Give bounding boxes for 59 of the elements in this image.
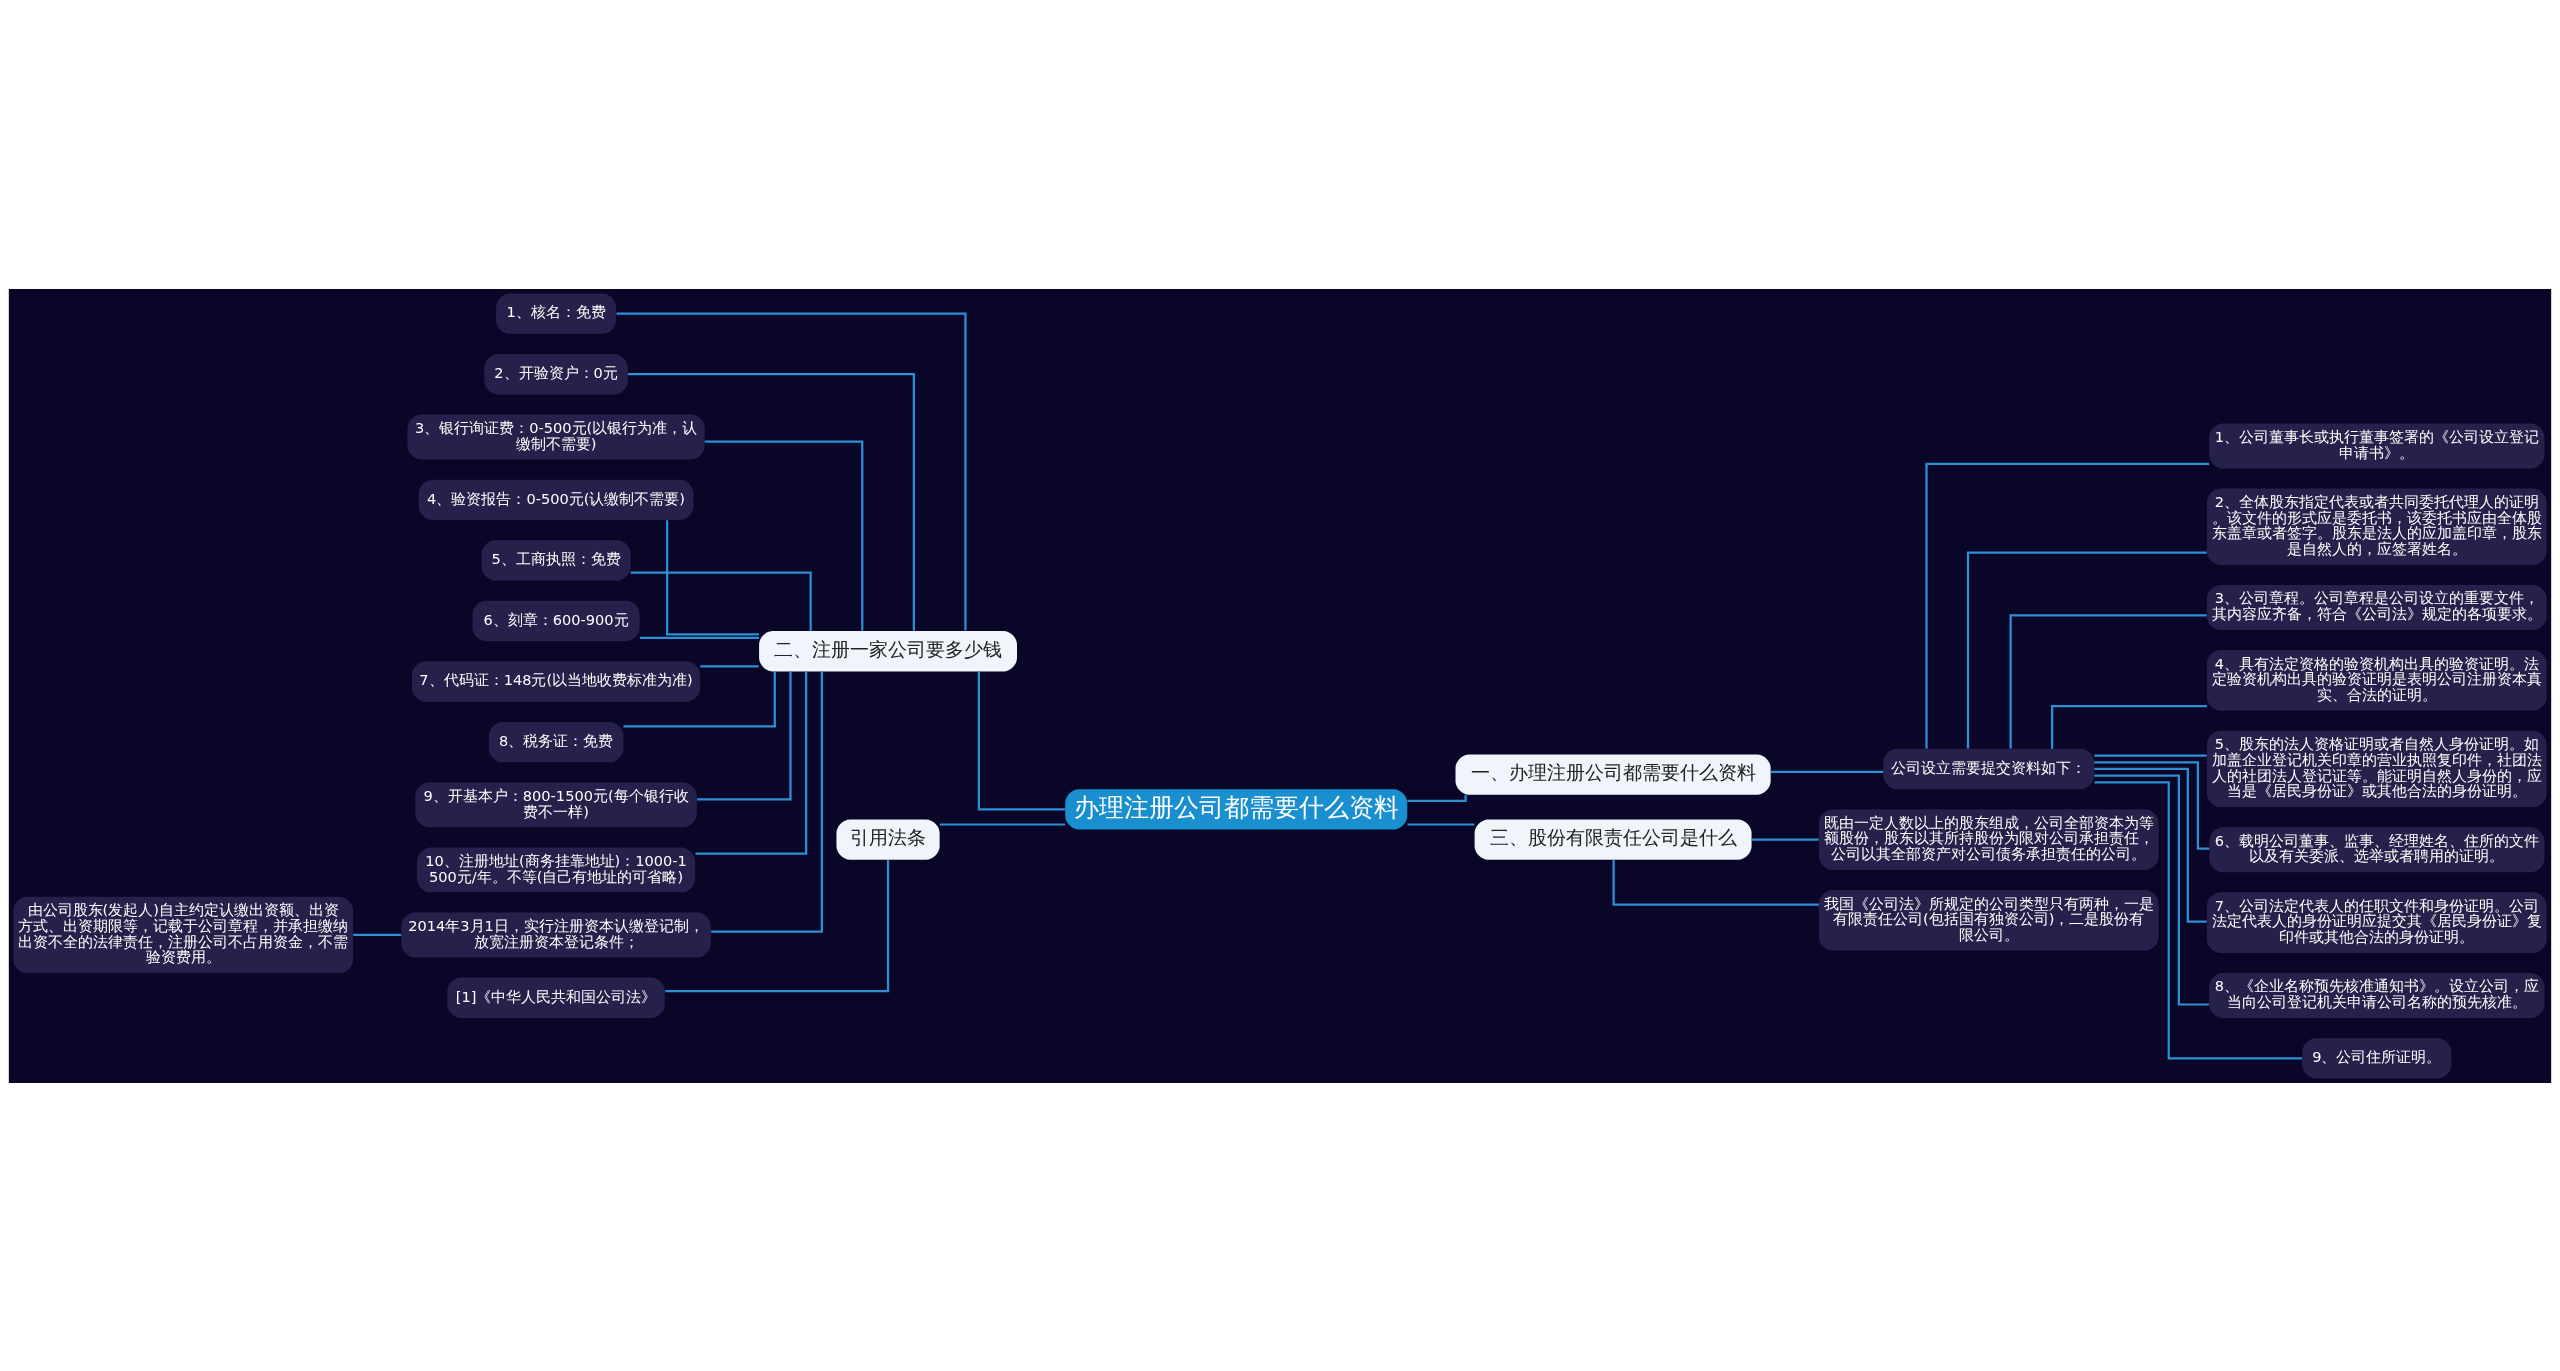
node-box: 既由一定人数以上的股东组成，公司全部资本为等额股份，股东以其所持股份为限对公司承担责任，公司以其全部资产对公司债务承担责任的公司。 — [1818, 808, 2159, 870]
node-box: 办理注册公司都需要什么资料 — [1065, 788, 1408, 830]
node-box: 4、验资报告：0-500元(认缴制不需要) — [418, 479, 694, 520]
node-box: 9、公司住所证明。 — [2302, 1037, 2452, 1078]
node-box: 6、刻章：600-900元 — [472, 600, 640, 641]
node-box: 引用法条 — [836, 818, 940, 860]
node-box: 3、银行询证费：0-500元(以银行为准，认缴制不需要) — [407, 414, 705, 459]
connector — [2094, 780, 2302, 1059]
connector — [1751, 838, 1819, 841]
node-box: 7、公司法定代表人的任职文件和身份证明。公司法定代表人的身份证明应提交其《居民身份证》复印件或其他合法的身份证明。 — [2206, 891, 2547, 953]
connector — [700, 664, 759, 667]
connector — [2051, 704, 2207, 749]
connector — [2094, 767, 2207, 923]
node-box: 10、注册地址(商务挂靠地址)：1000-1500元/年。不等(自己有地址的可省略) — [417, 847, 696, 892]
node-box: 3、公司章程。公司章程是公司设立的重要文件，其内容应齐备，符合《公司法》规定的各项要求。 — [2206, 584, 2547, 630]
connector — [616, 312, 967, 631]
connector — [711, 671, 823, 933]
node-box: 二、注册一家公司要多少钱 — [759, 630, 1017, 671]
node-box: 2、全体股东指定代表或者共同委托代理人的证明。该文件的形式应是委托书，该委托书应由全体股东盖章或者签字。股东是法人的应加盖印章，股东是自然人的，应签署姓名。 — [2206, 488, 2547, 565]
connector — [2094, 753, 2207, 757]
connector — [704, 439, 864, 631]
connector — [977, 671, 1065, 810]
connector — [628, 372, 915, 631]
connector — [2094, 760, 2210, 850]
connector — [939, 822, 1066, 826]
connector — [1407, 822, 1475, 826]
connector — [665, 859, 890, 992]
connector — [2094, 774, 2209, 1006]
connector — [1966, 550, 2207, 749]
connector — [1612, 859, 1819, 906]
connector — [1407, 794, 1467, 802]
node-box: 8、《企业名称预先核准通知书》。设立公司，应当向公司登记机关申请公司名称的预先核准。 — [2209, 972, 2545, 1018]
connector — [353, 933, 402, 936]
connector — [1925, 462, 2210, 748]
node-box: 2、开验资户：0元 — [484, 353, 628, 394]
node-box: 7、代码证：148元(以当地收费标准为准) — [412, 660, 701, 702]
node-box: 5、工商执照：免费 — [481, 539, 631, 581]
node-box: 6、载明公司董事、监事、经理姓名、住所的文件以及有关委派、选举或者聘用的证明。 — [2209, 826, 2545, 872]
connector — [697, 671, 792, 800]
connector — [695, 671, 808, 855]
node-box: [1]《中华人民共和国公司法》 — [447, 977, 665, 1018]
node-box: 一、办理注册公司都需要什么资料 — [1455, 753, 1771, 795]
node-box: 4、具有法定资格的验资机构出具的验资证明。法定验资机构出具的验资证明是表明公司注册资本真实、合法的证明。 — [2206, 649, 2547, 711]
node-box: 1、公司董事长或执行董事签署的《公司设立登记申请书》。 — [2209, 423, 2545, 468]
node-box: 由公司股东(发起人)自主约定认缴出资额、出资方式、出资期限等，记载于公司章程，并承担缴纳出资不全的法律责任，注册公司不占用资金，不需验资费用。 — [13, 896, 354, 973]
node-box: 2014年3月1日，实行注册资本认缴登记制，放宽注册资本登记条件； — [401, 912, 711, 957]
node-box: 5、股东的法人资格证明或者自然人身份证明。如加盖企业登记机关印章的营业执照复印件，社团法人的社团法人登记证等。能证明自然人身份的，应当是《居民身份证》或其他合法的身份证明。 — [2206, 730, 2547, 807]
connector — [639, 636, 760, 639]
connector — [2009, 613, 2207, 749]
node-box: 8、税务证：免费 — [488, 721, 624, 762]
connector — [666, 519, 759, 636]
connector — [630, 571, 812, 631]
node-box: 公司设立需要提交资料如下： — [1883, 748, 2095, 789]
node-box: 我国《公司法》所规定的公司类型只有两种，一是有限责任公司(包括国有独资公司)，二是股份有限公司。 — [1818, 889, 2159, 951]
node-box: 三、股份有限责任公司是什么 — [1474, 818, 1752, 860]
node-box: 1、核名：免费 — [496, 293, 617, 334]
node-box: 9、开基本户：800-1500元(每个银行收费不一样) — [415, 781, 697, 827]
connector — [623, 671, 776, 727]
connector — [1770, 770, 1884, 773]
